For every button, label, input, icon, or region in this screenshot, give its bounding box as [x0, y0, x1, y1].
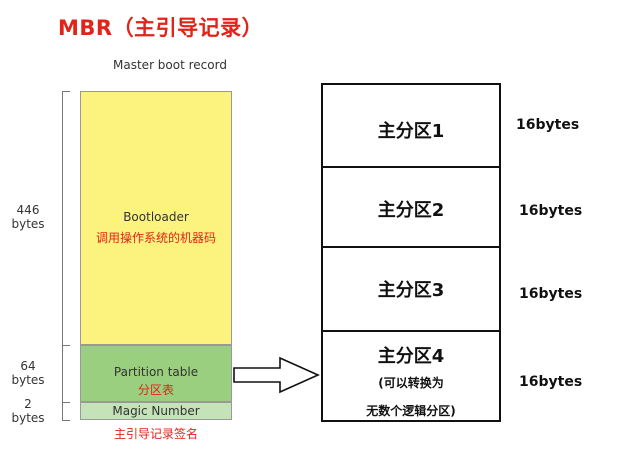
partition-1-size: 16bytes [516, 117, 580, 133]
partition-4-note-line1: (可以转换为 [378, 376, 444, 390]
partition-cell-1: 主分区1 [321, 83, 501, 168]
partition-cell-4: 主分区4 (可以转换为 无数个逻辑分区) [321, 330, 501, 422]
bootloader-label: Bootloader [123, 210, 189, 224]
partition-4-name: 主分区4 [377, 346, 445, 367]
magic-number-size-value: 2 [24, 397, 32, 411]
partition-table-size-value: 64 [20, 359, 36, 373]
bracket-tick [62, 402, 70, 403]
partition-2-size: 16bytes [519, 203, 583, 219]
partition-table-size: 64 bytes [6, 359, 50, 387]
size-bracket-line [62, 91, 63, 420]
bracket-tick [62, 345, 70, 346]
partition-cell-3: 主分区3 [321, 246, 501, 332]
partition-table-size-unit: bytes [11, 373, 45, 387]
bootloader-size: 446 bytes [6, 203, 50, 231]
partition-3-size: 16bytes [519, 286, 583, 302]
bracket-tick [62, 91, 70, 92]
magic-number-block: Magic Number [80, 402, 232, 420]
partition-3-name: 主分区3 [377, 280, 445, 301]
magic-number-label: Magic Number [112, 404, 200, 418]
diagram-title: MBR（主引导记录） [58, 16, 264, 40]
partition-table-note: 分区表 [137, 383, 174, 397]
partition-4-note-line2: 无数个逻辑分区) [366, 404, 456, 418]
diagram-subtitle: Master boot record [113, 58, 227, 72]
expand-arrow-icon [233, 356, 320, 394]
partition-cell-2: 主分区2 [321, 166, 501, 248]
partition-2-name: 主分区2 [377, 200, 445, 221]
bootloader-block: Bootloader 调用操作系统的机器码 [80, 91, 232, 345]
magic-number-size-unit: bytes [11, 411, 45, 425]
partition-table-label: Partition table [113, 365, 199, 379]
bracket-tick [62, 420, 70, 421]
bootloader-note: 调用操作系统的机器码 [95, 231, 216, 245]
partition-table-block: Partition table 分区表 [80, 345, 232, 402]
partition-1-name: 主分区1 [377, 121, 445, 142]
bootloader-size-value: 446 [16, 203, 40, 217]
bootloader-size-unit: bytes [11, 217, 45, 231]
partition-4-size: 16bytes [519, 374, 583, 390]
signature-note: 主引导记录签名 [113, 427, 198, 441]
magic-number-size: 2 bytes [6, 397, 50, 425]
